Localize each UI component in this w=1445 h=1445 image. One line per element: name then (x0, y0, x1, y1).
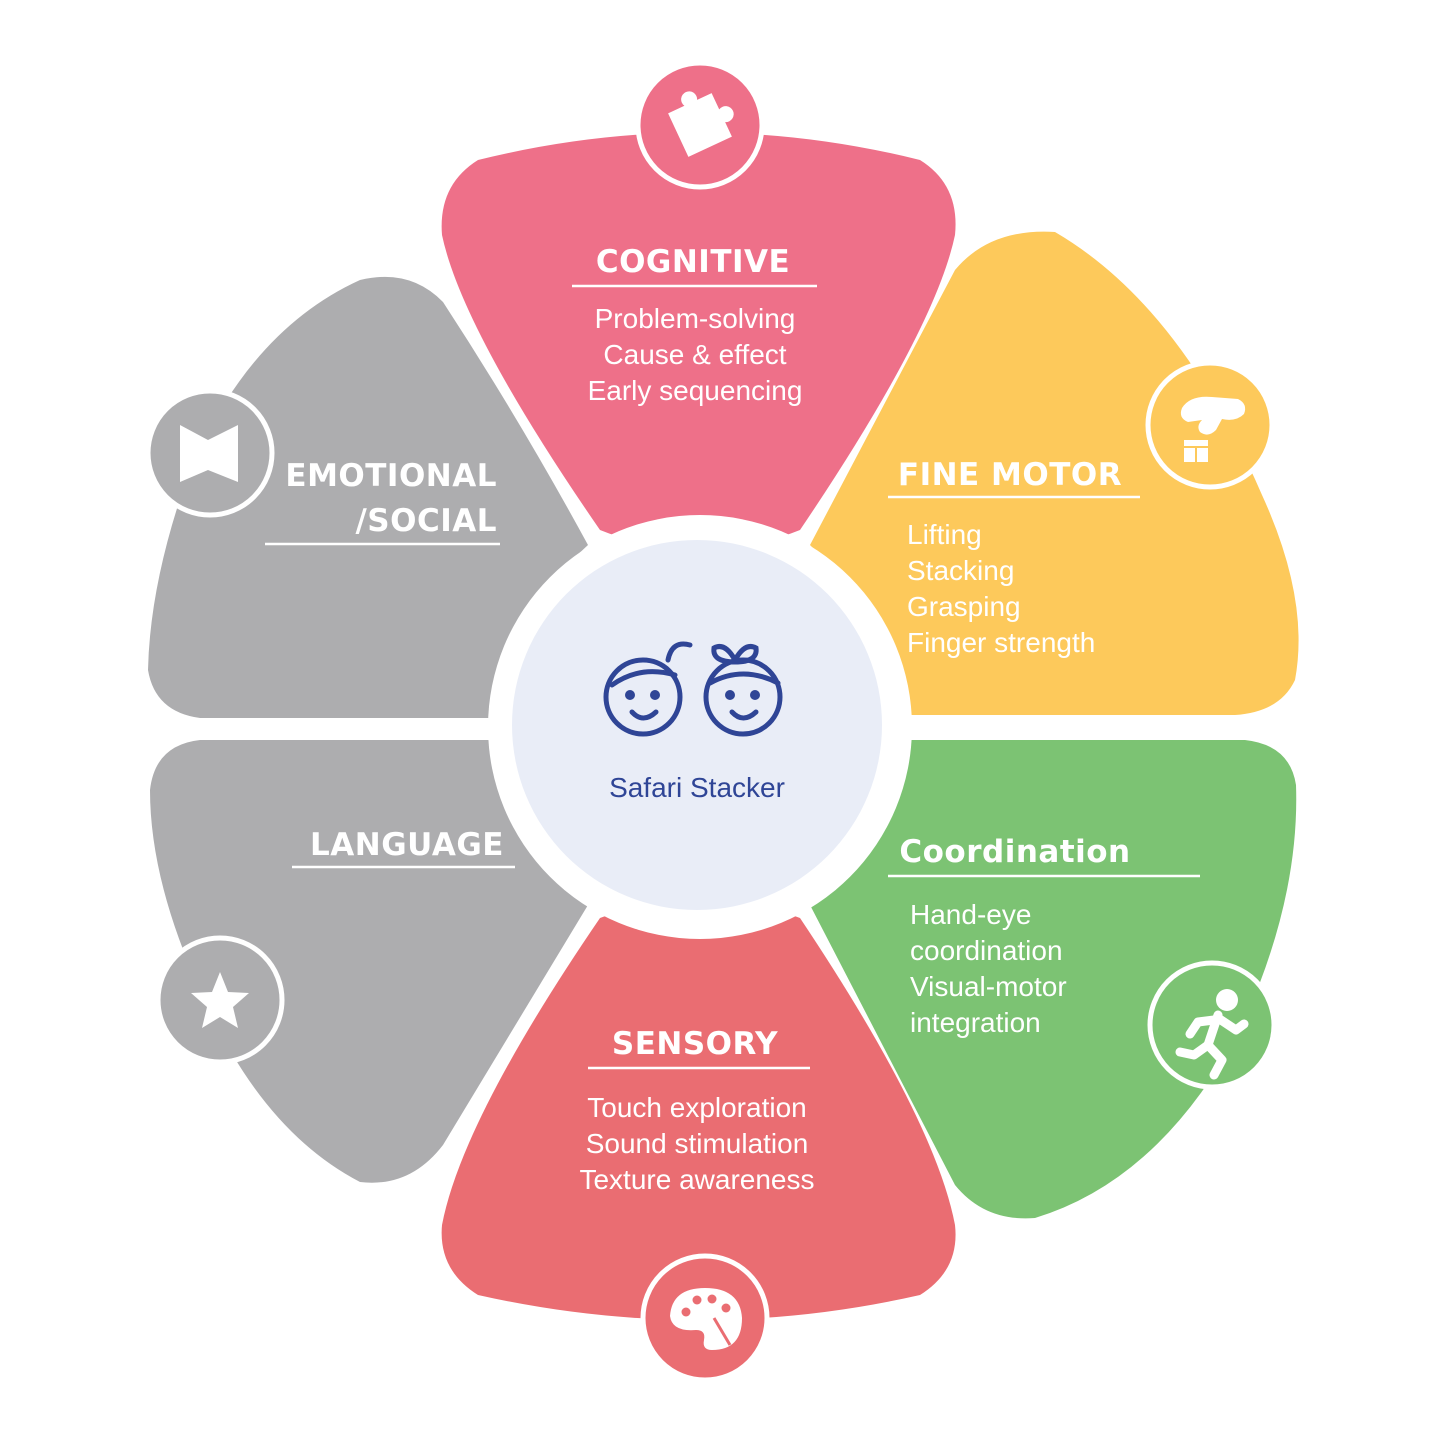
cognitive-item: Problem-solving (595, 303, 796, 334)
fine-motor-heading: FINE MOTOR (898, 457, 1122, 493)
two-kids-faces-icon (603, 641, 783, 737)
sensory-heading: SENSORY (612, 1026, 778, 1062)
emotional-social-heading-line2: /SOCIAL (355, 503, 497, 539)
segment-coordination: Coordination Hand-eye coordination Visua… (810, 740, 1297, 1219)
fine-motor-item: Finger strength (907, 627, 1095, 658)
fine-motor-item: Grasping (907, 591, 1021, 622)
open-book-icon (180, 425, 238, 482)
coordination-heading: Coordination (899, 834, 1130, 870)
cognitive-petal (441, 132, 956, 550)
sensory-item: Texture awareness (579, 1164, 814, 1195)
cognitive-item: Cause & effect (603, 339, 786, 370)
hand-picking-block-icon (1180, 396, 1246, 462)
sensory-petal (441, 899, 956, 1320)
segment-emotional-social: EMOTIONAL /SOCIAL (145, 276, 588, 718)
star-icon (191, 972, 249, 1028)
coordination-item: coordination (910, 935, 1063, 966)
paint-palette-icon (670, 1288, 742, 1350)
language-heading: LANGUAGE (310, 827, 504, 863)
cognitive-item: Early sequencing (588, 375, 803, 406)
segment-cognitive: COGNITIVE Problem-solving Cause & effect… (441, 60, 956, 550)
coordination-petal (810, 740, 1297, 1219)
segment-fine-motor: FINE MOTOR Lifting Stacking Grasping Fin… (810, 231, 1299, 716)
puzzle-piece-icon (668, 91, 734, 157)
running-person-icon (1175, 989, 1249, 1080)
segment-sensory: SENSORY Touch exploration Sound stimulat… (441, 899, 956, 1383)
coordination-item: Hand-eye (910, 899, 1031, 930)
sensory-item: Touch exploration (587, 1092, 806, 1123)
center-label: Safari Stacker (609, 772, 785, 803)
emotional-social-heading: EMOTIONAL (285, 458, 497, 494)
coordination-item: integration (910, 1007, 1041, 1038)
language-petal (150, 740, 588, 1183)
emotional-social-petal (148, 276, 588, 718)
sensory-item: Sound stimulation (586, 1128, 809, 1159)
cognitive-heading: COGNITIVE (596, 244, 790, 280)
fine-motor-petal (810, 231, 1299, 716)
segment-language: LANGUAGE (150, 740, 588, 1183)
fine-motor-item: Lifting (907, 519, 982, 550)
center-hub: Safari Stacker (488, 515, 912, 939)
center-circle (512, 540, 882, 910)
coordination-item: Visual-motor (910, 971, 1067, 1002)
fine-motor-item: Stacking (907, 555, 1014, 586)
